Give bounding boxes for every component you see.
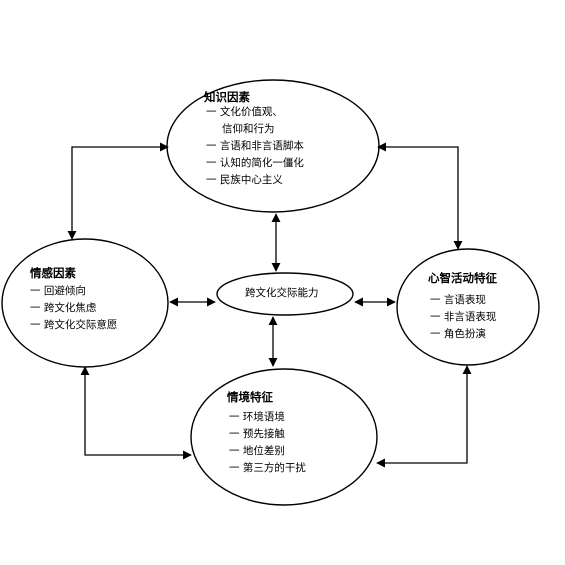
affective-title: 情感因素	[30, 266, 76, 280]
mental-title: 心智活动特征	[428, 271, 497, 285]
connector-knowledge-affective	[67, 142, 169, 240]
knowledge-item-1-cont: 信仰和行为	[222, 123, 275, 135]
situational-item-3: 一 地位差别	[229, 445, 285, 457]
affective-item-3: 一 跨文化交际意愿	[30, 319, 118, 331]
knowledge-item-1: 一 文化价值观、	[206, 106, 283, 118]
affective-item-1: 一 回避倾向	[30, 285, 86, 297]
knowledge-item-2: 一 言语和非言语脚本	[206, 140, 304, 152]
situational-item-1: 一 环境语境	[229, 411, 285, 423]
center-node	[216, 272, 354, 316]
situational-title: 情境特征	[227, 390, 273, 404]
mental-item-3: 一 角色扮演	[430, 328, 486, 340]
connector-situational-mental	[376, 365, 472, 468]
connector-knowledge-mental	[377, 142, 463, 250]
mental-item-2: 一 非言语表现	[430, 311, 497, 323]
knowledge-item-3: 一 认知的简化一僵化	[206, 157, 304, 169]
knowledge-item-4: 一 民族中心主义	[206, 174, 283, 186]
affective-item-2: 一 跨文化焦虑	[30, 302, 97, 314]
situational-item-2: 一 预先接触	[229, 428, 285, 440]
situational-item-4: 一 第三方的干扰	[229, 462, 306, 474]
connector-affective-situational	[80, 366, 192, 460]
center-label: 跨文化交际能力	[245, 287, 319, 299]
mental-node	[396, 248, 540, 366]
knowledge-title: 知识因素	[204, 90, 250, 104]
mental-item-1: 一 言语表现	[430, 294, 486, 306]
